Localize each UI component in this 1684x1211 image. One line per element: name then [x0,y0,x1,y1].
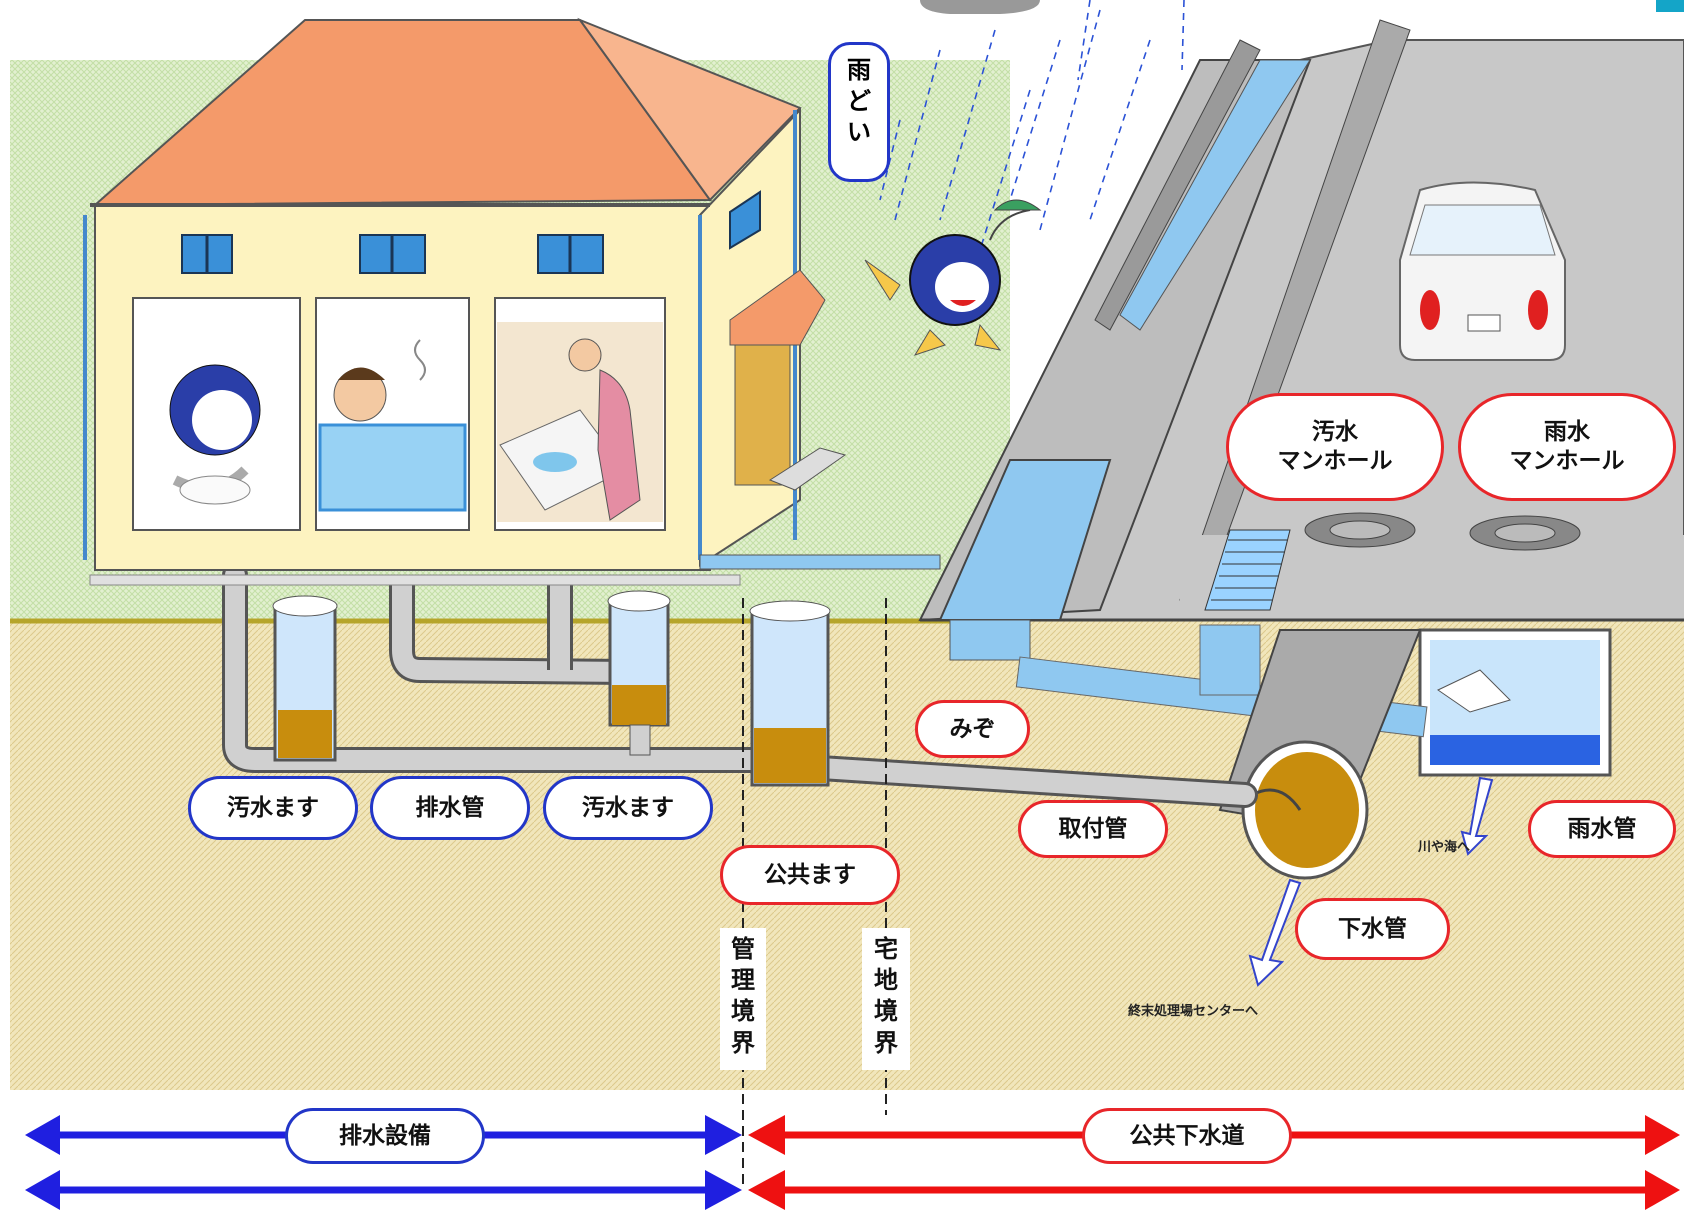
corner-accent [1656,0,1684,12]
ditch-label: みぞ [915,700,1030,758]
to-river-arrow [1460,776,1494,856]
mascot-icon [864,199,1042,356]
to-river-note: 川や海へ [1418,840,1471,855]
connection-pipe-label: 取付管 [1018,800,1168,858]
public-basin-label: 公共ます [720,845,900,905]
sewage-basin-1 [272,595,338,762]
to-treatment-note: 終末処理場センターへ [1128,1004,1259,1019]
management-boundary-label: 管理境界 [720,928,766,1070]
rain-manhole-label: 雨水 マンホール [1458,393,1676,501]
sewage-basin-label-1: 汚水ます [188,776,358,840]
house [83,17,847,586]
drain-pipe-label: 排水管 [370,776,530,840]
rain-gutter-label: 雨どい [828,42,890,182]
stormwater-pipe-label: 雨水管 [1528,800,1676,858]
yard-drain [699,554,941,570]
storm-grate [1204,529,1291,611]
gutter-channel-upper [1119,59,1311,331]
drainage-facility-label: 排水設備 [285,1108,485,1164]
to-treatment-arrow [1248,878,1302,987]
public-sewer-label: 公共下水道 [1082,1108,1292,1164]
sewage-basin-label-2: 汚水ます [543,776,713,840]
cloud-icon [920,0,1040,14]
roadside-ditch [938,459,1112,621]
property-boundary-label: 宅地境界 [862,928,910,1070]
sewer-pipe-label: 下水管 [1295,898,1450,960]
ditch-box [949,619,1031,661]
rain-drops [879,0,1185,251]
sewage-basin-2 [607,590,671,756]
car-icon [1399,181,1566,361]
sewage-manhole-label: 汚水 マンホール [1226,393,1444,501]
curb-inner [1094,39,1261,331]
public-basin [749,600,831,787]
